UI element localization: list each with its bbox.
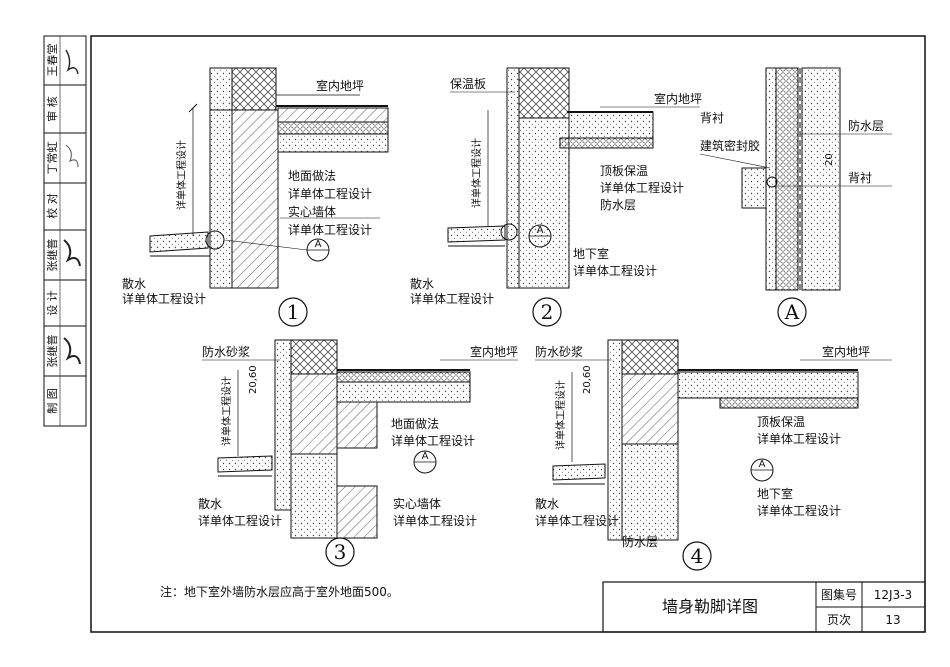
title-block-title: 墙身勒脚详图 bbox=[662, 597, 758, 616]
d4-label-4: 散水 bbox=[535, 496, 559, 511]
d2-label-8: 详单体工程设计 bbox=[410, 291, 494, 306]
d3-dim: 20,60 bbox=[248, 365, 259, 394]
role-8: 制 图 bbox=[46, 388, 59, 414]
dA-label-0: 背衬 bbox=[700, 111, 724, 125]
d3-vertical-label: 详单体工程设计 bbox=[220, 376, 233, 446]
d3-label-0: 防水砂浆 bbox=[202, 344, 250, 359]
page-value: 13 bbox=[885, 613, 900, 627]
d4-label-6: 地下室 bbox=[757, 486, 793, 501]
d2-ref: A bbox=[537, 225, 544, 236]
d1-label-2: 详单体工程设计 bbox=[288, 186, 372, 201]
detail-2: 详单体工程设计 保温板 室内地坪 顶板保温 详单体工程设计 防水层 A 地下室 … bbox=[410, 67, 702, 327]
d4-label-3: 详单体工程设计 bbox=[757, 431, 841, 446]
d4-label-1: 室内地坪 bbox=[822, 344, 870, 359]
d4-vertical-label: 详单体工程设计 bbox=[554, 380, 567, 450]
detail-3: 详单体工程设计 20,60 防水砂浆 室内地坪 地面做法 详单体工程设计 A 散… bbox=[198, 339, 518, 567]
d1-label-4: 详单体工程设计 bbox=[288, 222, 372, 237]
dA-label-1: 建筑密封胶 bbox=[700, 138, 760, 153]
d1-label-3: 实心墙体 bbox=[288, 204, 336, 219]
d3-label-7: 详单体工程设计 bbox=[393, 513, 477, 528]
d3-label-2: 地面做法 bbox=[391, 416, 439, 431]
d1-number: 1 bbox=[287, 300, 300, 324]
d4-number: 4 bbox=[691, 544, 704, 568]
dA-number: A bbox=[784, 300, 800, 324]
d1-label-5: 散水 bbox=[122, 276, 146, 291]
role-3: 丁常虹 bbox=[46, 142, 59, 175]
d1-label-1: 地面做法 bbox=[288, 168, 336, 183]
d3-label-6: 实心墙体 bbox=[393, 496, 441, 511]
d1-label-floor: 室内地坪 bbox=[316, 78, 364, 93]
detail-a: 背衬 建筑密封胶 防水层 背衬 20 A bbox=[699, 67, 892, 327]
d4-label-8: 防水层 bbox=[622, 534, 658, 549]
d4-label-7: 详单体工程设计 bbox=[757, 503, 841, 518]
d2-label-0: 保温板 bbox=[450, 77, 486, 91]
role-2: 审 核 bbox=[45, 96, 59, 122]
d1-label-6: 详单体工程设计 bbox=[122, 291, 206, 306]
drawing-note: 注：地下室外墙防水层应高于室外地面500。 bbox=[160, 584, 399, 599]
sign-off-column: 王春堂 审 核 丁常虹 校 对 张继普 设 计 张继普 制 图 bbox=[43, 35, 87, 427]
d2-label-7: 散水 bbox=[410, 276, 434, 291]
detail-1: 详单体工程设计 室内地坪 地面做法 详单体工程设计 实心墙体 详单体工程设计 A… bbox=[122, 67, 389, 327]
d3-label-3: 详单体工程设计 bbox=[391, 433, 475, 448]
d3-label-1: 室内地坪 bbox=[470, 344, 518, 359]
d2-label-6: 详单体工程设计 bbox=[573, 263, 657, 278]
d2-label-4: 防水层 bbox=[600, 197, 636, 212]
d3-label-5: 详单体工程设计 bbox=[198, 513, 282, 528]
role-6: 设 计 bbox=[46, 290, 59, 316]
signature-1 bbox=[65, 49, 79, 75]
role-7: 张继普 bbox=[45, 335, 59, 368]
d2-label-1: 室内地坪 bbox=[654, 91, 702, 106]
d4-label-5: 详单体工程设计 bbox=[535, 513, 619, 528]
sheet-frame bbox=[90, 35, 926, 633]
detail-4: 详单体工程设计 20,60 防水砂浆 室内地坪 顶板保温 详单体工程设计 A 散… bbox=[535, 339, 892, 571]
atlas-no-label: 图集号 bbox=[821, 587, 857, 602]
dA-label-2: 防水层 bbox=[848, 118, 884, 133]
role-5: 张继普 bbox=[45, 239, 59, 272]
d1-vertical-label: 详单体工程设计 bbox=[175, 140, 188, 210]
page-label: 页次 bbox=[827, 613, 851, 627]
d4-dim: 20,60 bbox=[582, 365, 593, 394]
dA-label-3: 背衬 bbox=[848, 171, 872, 185]
d3-label-4: 散水 bbox=[198, 496, 222, 511]
d4-label-0: 防水砂浆 bbox=[535, 344, 583, 359]
title-block: 墙身勒脚详图 图集号 12J3-3 页次 13 bbox=[602, 581, 926, 633]
d3-ref: A bbox=[422, 451, 429, 462]
d1-ref: A bbox=[315, 239, 322, 250]
d4-ref: A bbox=[759, 459, 766, 470]
signature-3 bbox=[63, 239, 81, 267]
role-1: 王春堂 bbox=[46, 44, 59, 77]
d2-label-5: 地下室 bbox=[573, 246, 609, 261]
d2-label-3: 详单体工程设计 bbox=[600, 180, 684, 195]
signature-4 bbox=[63, 337, 81, 365]
signature-2 bbox=[65, 144, 79, 168]
d4-label-2: 顶板保温 bbox=[757, 415, 805, 429]
d2-number: 2 bbox=[541, 300, 554, 324]
d2-label-2: 顶板保温 bbox=[600, 164, 648, 178]
d2-vertical-label: 详单体工程设计 bbox=[470, 138, 483, 208]
atlas-no-value: 12J3-3 bbox=[874, 588, 912, 602]
dA-dim: 20 bbox=[824, 153, 835, 166]
role-4: 校 对 bbox=[45, 193, 59, 219]
d3-number: 3 bbox=[334, 540, 347, 564]
